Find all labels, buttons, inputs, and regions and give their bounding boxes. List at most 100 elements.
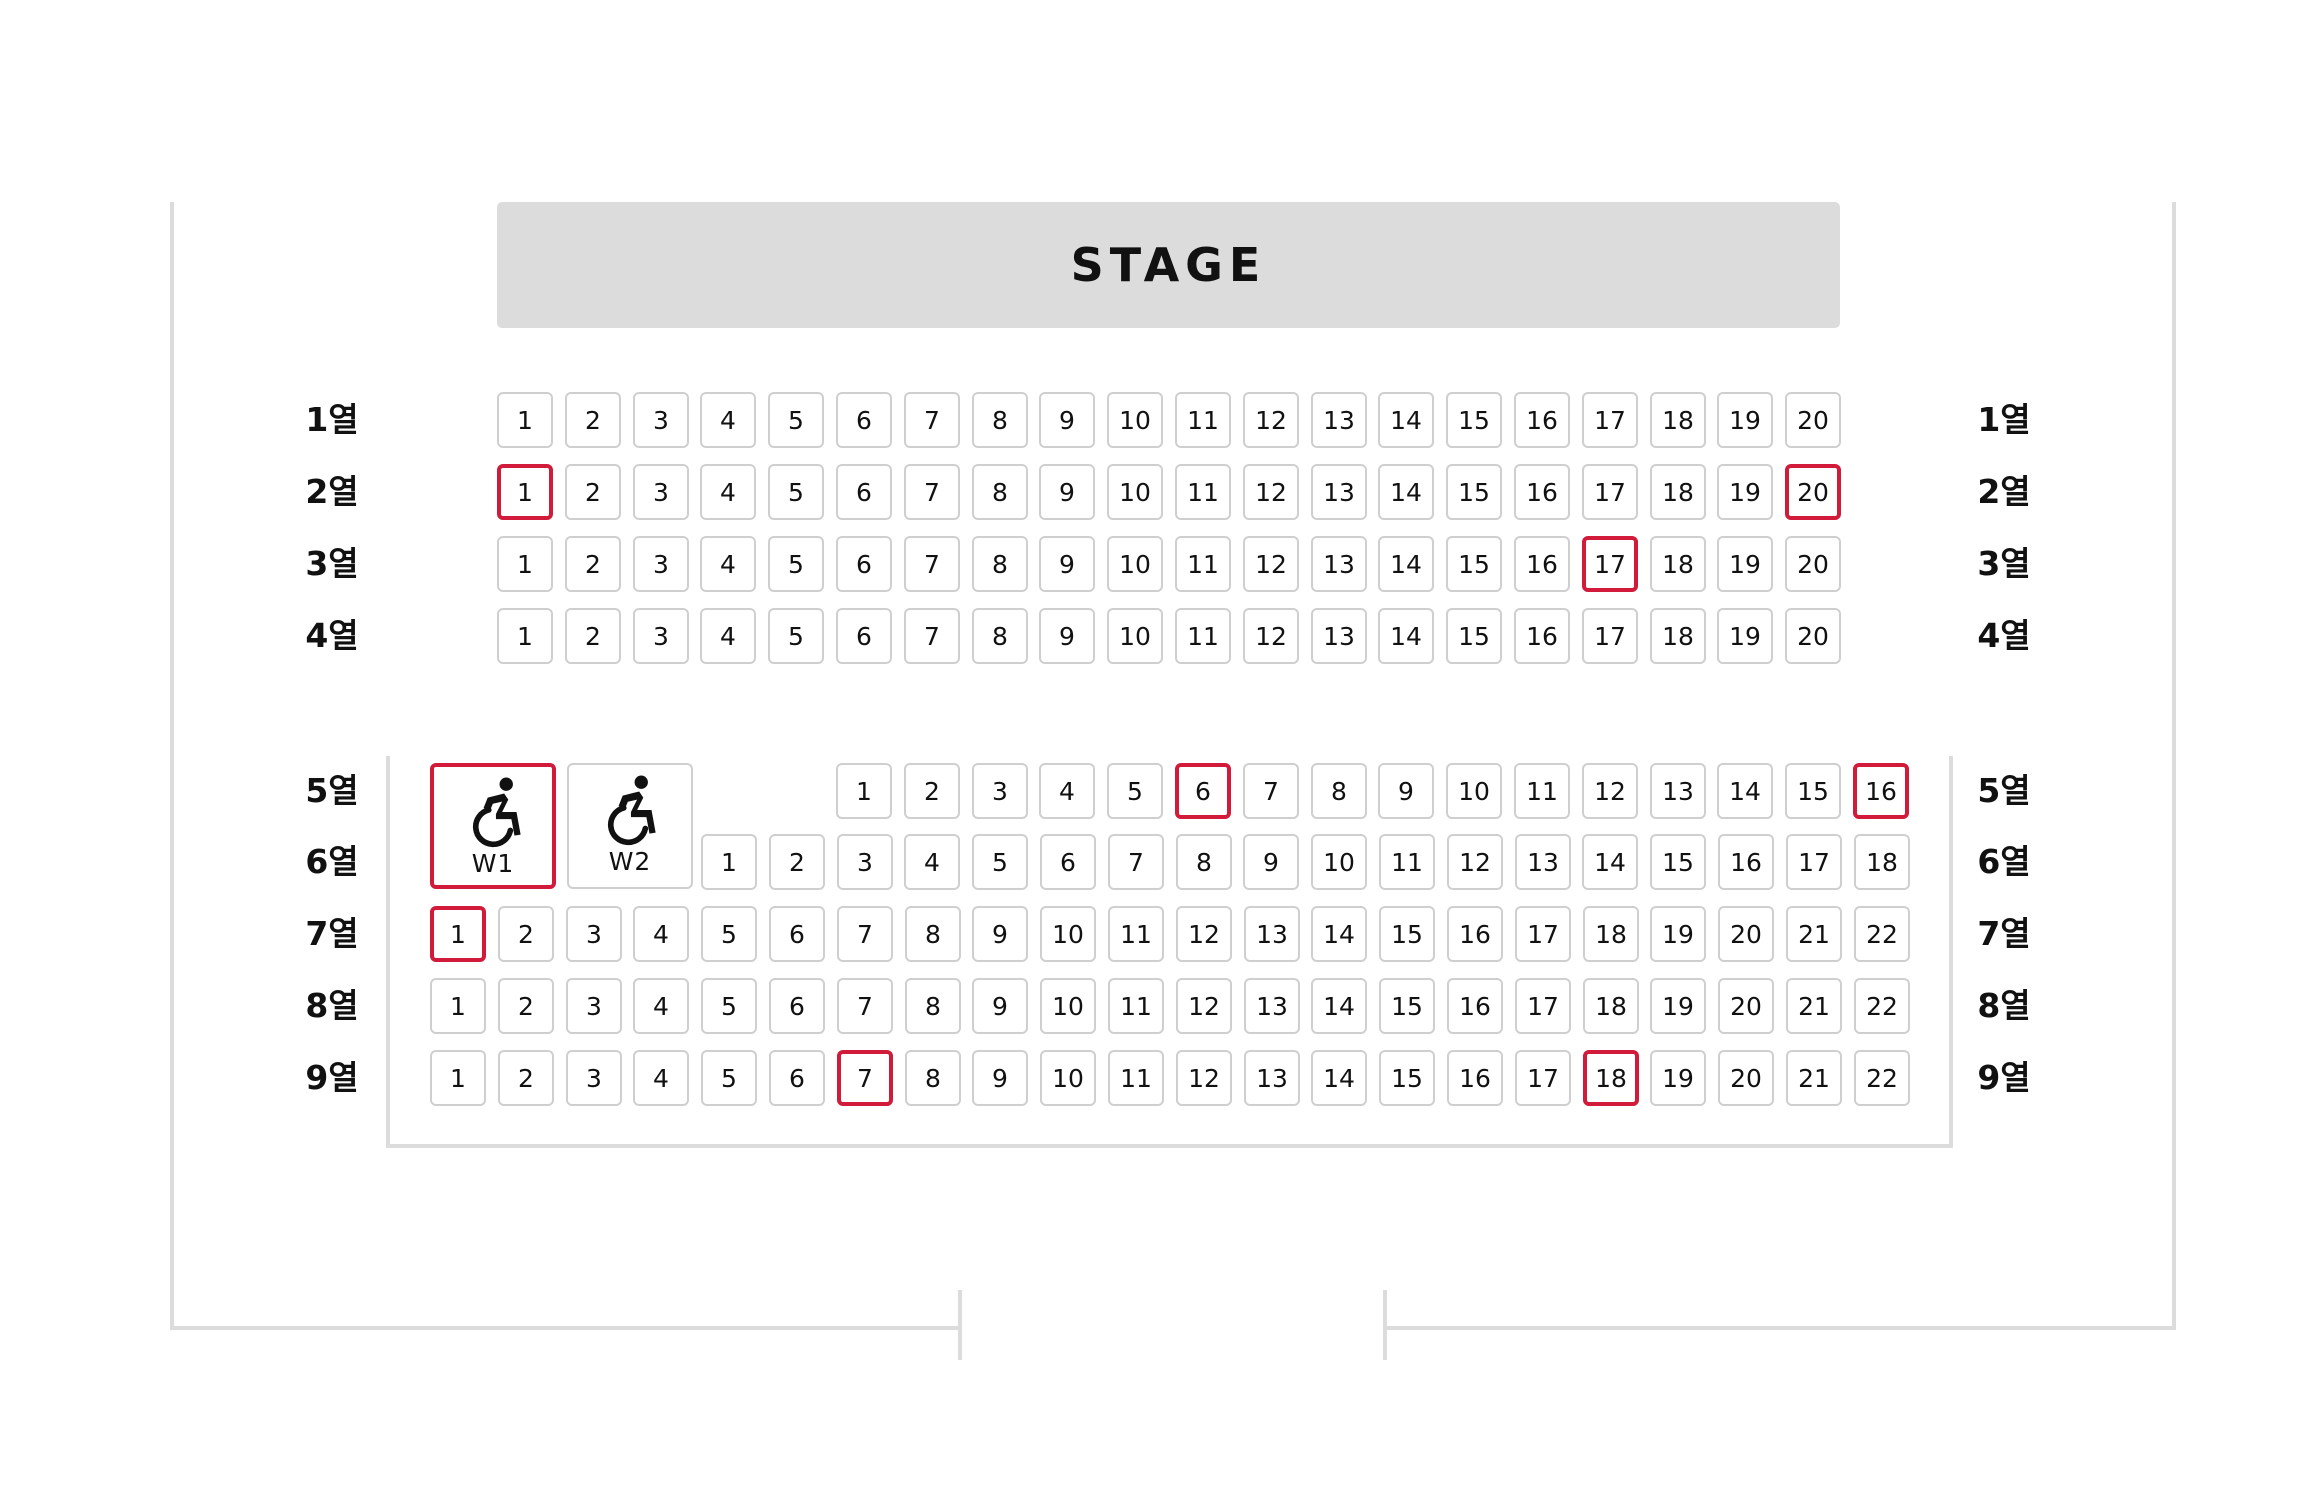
seat[interactable]: 8: [972, 608, 1028, 664]
seat[interactable]: 19: [1650, 1050, 1706, 1106]
seat[interactable]: 11: [1514, 763, 1570, 819]
seat[interactable]: 2: [565, 464, 621, 520]
seat[interactable]: 17: [1582, 392, 1638, 448]
seat[interactable]: 9: [1039, 464, 1095, 520]
seat[interactable]: 16: [1447, 906, 1503, 962]
seat[interactable]: 12: [1243, 464, 1299, 520]
seat[interactable]: 15: [1446, 536, 1502, 592]
seat[interactable]: 17: [1786, 834, 1842, 890]
seat[interactable]: 12: [1243, 536, 1299, 592]
seat[interactable]: 1: [497, 536, 553, 592]
seat[interactable]: 22: [1854, 906, 1910, 962]
seat[interactable]: 1: [497, 608, 553, 664]
wheelchair-seat-w2[interactable]: W2: [567, 763, 693, 889]
seat[interactable]: 16: [1514, 392, 1570, 448]
seat[interactable]: 15: [1379, 1050, 1435, 1106]
seat[interactable]: 19: [1650, 906, 1706, 962]
seat[interactable]: 5: [701, 1050, 757, 1106]
seat[interactable]: 2: [498, 978, 554, 1034]
seat[interactable]: 7: [837, 1050, 893, 1106]
seat[interactable]: 13: [1244, 978, 1300, 1034]
seat[interactable]: 12: [1582, 763, 1638, 819]
seat[interactable]: 7: [1243, 763, 1299, 819]
seat[interactable]: 11: [1175, 608, 1231, 664]
seat[interactable]: 15: [1785, 763, 1841, 819]
seat[interactable]: 4: [700, 392, 756, 448]
seat[interactable]: 18: [1650, 464, 1706, 520]
seat[interactable]: 8: [905, 978, 961, 1034]
seat[interactable]: 7: [904, 536, 960, 592]
seat[interactable]: 16: [1514, 536, 1570, 592]
seat[interactable]: 9: [1378, 763, 1434, 819]
seat[interactable]: 8: [905, 1050, 961, 1106]
seat[interactable]: 20: [1785, 608, 1841, 664]
seat[interactable]: 21: [1786, 978, 1842, 1034]
seat[interactable]: 4: [1039, 763, 1095, 819]
seat[interactable]: 16: [1514, 464, 1570, 520]
seat[interactable]: 12: [1176, 1050, 1232, 1106]
seat[interactable]: 8: [972, 536, 1028, 592]
seat[interactable]: 12: [1447, 834, 1503, 890]
wheelchair-seat-w1[interactable]: W1: [430, 763, 556, 889]
seat[interactable]: 14: [1311, 1050, 1367, 1106]
seat[interactable]: 12: [1243, 392, 1299, 448]
seat[interactable]: 18: [1583, 906, 1639, 962]
seat[interactable]: 4: [633, 906, 689, 962]
seat[interactable]: 3: [633, 608, 689, 664]
seat[interactable]: 16: [1447, 978, 1503, 1034]
seat[interactable]: 10: [1040, 906, 1096, 962]
seat[interactable]: 19: [1717, 536, 1773, 592]
seat[interactable]: 6: [836, 464, 892, 520]
seat[interactable]: 11: [1175, 392, 1231, 448]
seat[interactable]: 9: [972, 978, 1028, 1034]
seat[interactable]: 8: [1176, 834, 1232, 890]
seat[interactable]: 1: [430, 978, 486, 1034]
seat[interactable]: 8: [905, 906, 961, 962]
seat[interactable]: 5: [768, 536, 824, 592]
seat[interactable]: 14: [1378, 392, 1434, 448]
seat[interactable]: 2: [498, 906, 554, 962]
seat[interactable]: 8: [1311, 763, 1367, 819]
seat[interactable]: 9: [972, 906, 1028, 962]
seat[interactable]: 12: [1243, 608, 1299, 664]
seat[interactable]: 14: [1378, 608, 1434, 664]
seat[interactable]: 12: [1176, 978, 1232, 1034]
seat[interactable]: 2: [904, 763, 960, 819]
seat[interactable]: 10: [1107, 536, 1163, 592]
seat[interactable]: 2: [769, 834, 825, 890]
seat[interactable]: 7: [837, 906, 893, 962]
seat[interactable]: 13: [1311, 392, 1367, 448]
seat[interactable]: 9: [972, 1050, 1028, 1106]
seat[interactable]: 6: [1040, 834, 1096, 890]
seat[interactable]: 15: [1446, 608, 1502, 664]
seat[interactable]: 5: [768, 464, 824, 520]
seat[interactable]: 5: [972, 834, 1028, 890]
seat[interactable]: 18: [1583, 978, 1639, 1034]
seat[interactable]: 20: [1785, 392, 1841, 448]
seat[interactable]: 9: [1039, 392, 1095, 448]
seat[interactable]: 3: [633, 464, 689, 520]
seat[interactable]: 6: [769, 978, 825, 1034]
seat[interactable]: 21: [1786, 1050, 1842, 1106]
seat[interactable]: 16: [1514, 608, 1570, 664]
seat[interactable]: 19: [1717, 464, 1773, 520]
seat[interactable]: 8: [972, 464, 1028, 520]
seat[interactable]: 10: [1311, 834, 1367, 890]
seat[interactable]: 2: [565, 536, 621, 592]
seat[interactable]: 6: [836, 608, 892, 664]
seat[interactable]: 16: [1447, 1050, 1503, 1106]
seat[interactable]: 11: [1175, 464, 1231, 520]
seat[interactable]: 3: [633, 536, 689, 592]
seat[interactable]: 17: [1582, 536, 1638, 592]
seat[interactable]: 7: [904, 608, 960, 664]
seat[interactable]: 1: [497, 392, 553, 448]
seat[interactable]: 3: [633, 392, 689, 448]
seat[interactable]: 1: [430, 1050, 486, 1106]
seat[interactable]: 3: [566, 1050, 622, 1106]
seat[interactable]: 14: [1582, 834, 1638, 890]
seat[interactable]: 5: [701, 978, 757, 1034]
seat[interactable]: 7: [837, 978, 893, 1034]
seat[interactable]: 11: [1379, 834, 1435, 890]
seat[interactable]: 20: [1785, 536, 1841, 592]
seat[interactable]: 7: [904, 392, 960, 448]
